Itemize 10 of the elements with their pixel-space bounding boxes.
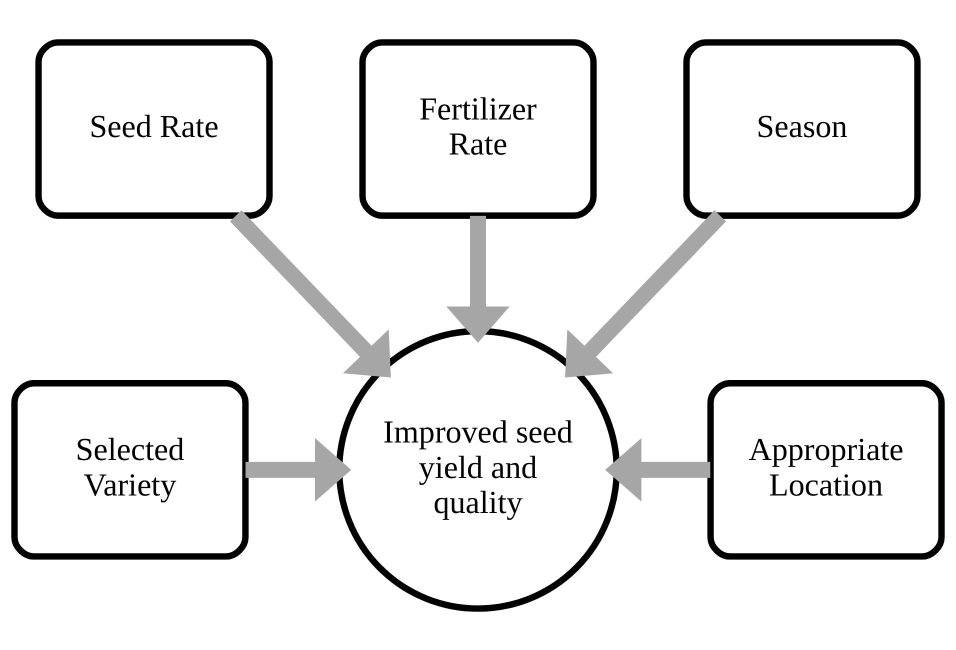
- node-box: Fertilizer Rate: [359, 38, 597, 218]
- arrow: [446, 215, 510, 342]
- node-box: Appropriate Location: [707, 380, 945, 560]
- node-box: Seed Rate: [35, 38, 273, 218]
- arrow: [565, 210, 726, 377]
- arrow: [605, 438, 710, 502]
- node-box: Selected Variety: [11, 380, 249, 560]
- arrow: [246, 438, 352, 502]
- arrow: [230, 210, 391, 377]
- node-box: Season: [683, 38, 921, 218]
